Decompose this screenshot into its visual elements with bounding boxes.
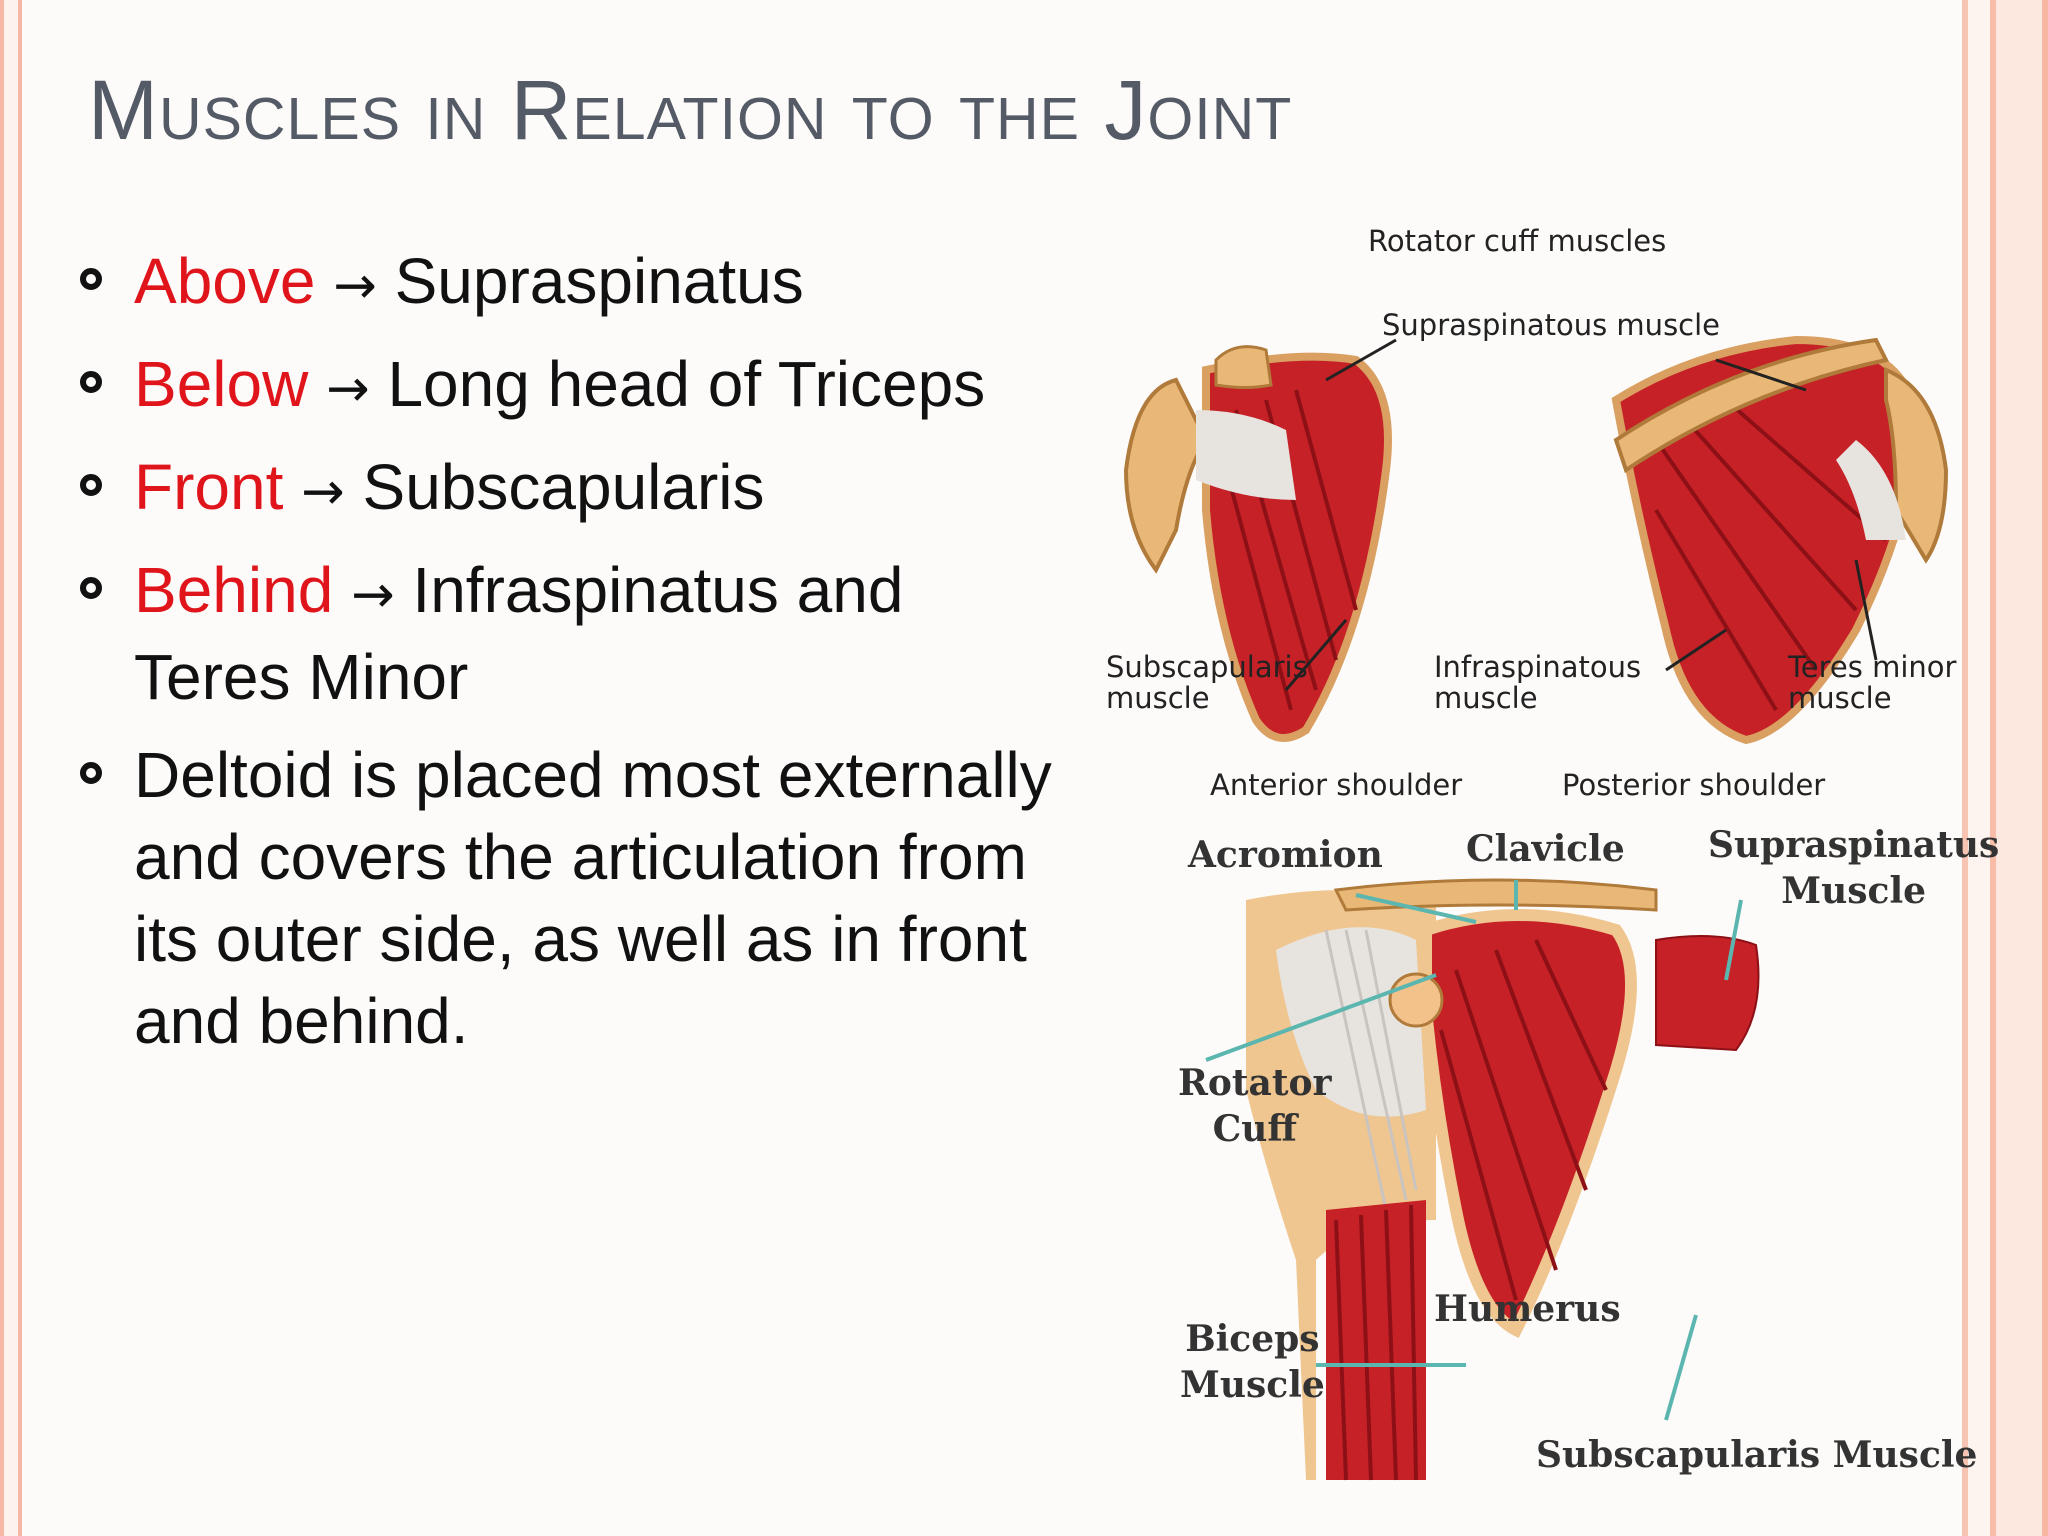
bullet-text: Long head of Triceps <box>387 348 986 420</box>
label-supraspinatous-muscle: Supraspinatous muscle <box>1382 308 1721 342</box>
bullet-key: Above <box>134 245 316 317</box>
bullet-deltoid: Deltoid is placed most externally and co… <box>76 734 1094 1062</box>
label-line: Muscle <box>1781 870 1927 912</box>
bullet-above: Above → Supraspinatus <box>76 240 1076 327</box>
bullet-key: Below <box>134 348 309 420</box>
left-edge-decoration <box>0 0 22 1536</box>
bullet-marker-icon <box>80 762 102 784</box>
bullet-front: Front → Subscapularis <box>76 446 1076 533</box>
slide-title: Muscles in Relation to the Joint <box>88 63 1293 157</box>
label-rotator-cuff: Rotator Cuff <box>1178 1060 1332 1152</box>
label-anterior-shoulder: Anterior shoulder <box>1210 768 1463 802</box>
label-line: muscle <box>1788 681 1892 715</box>
label-subscapularis: Subscapularis muscle <box>1106 652 1308 714</box>
label-line: Supraspinatus <box>1708 824 2000 866</box>
bullet-behind: Behind → Infraspinatus and Teres Minor <box>76 549 1034 718</box>
bullet-key: Behind <box>134 554 334 626</box>
bullet-below: Below → Long head of Triceps <box>76 343 1076 430</box>
shoulder-anatomy-illustration <box>1123 335 1949 1481</box>
label-clavicle: Clavicle <box>1466 828 1625 870</box>
bullet-marker-icon <box>80 371 102 393</box>
anterior-shoulder-drawing <box>1205 878 1760 1481</box>
label-subscapularis-muscle: Subscapularis Muscle <box>1536 1434 1978 1476</box>
arrow-icon: → <box>301 462 345 522</box>
label-line: Biceps <box>1185 1318 1320 1360</box>
bullet-key: Front <box>134 451 284 523</box>
bullet-text: Supraspinatus <box>394 245 804 317</box>
bullet-text: Deltoid is placed most externally and co… <box>134 739 1052 1057</box>
label-supraspinatus-muscle: Supraspinatus Muscle <box>1708 822 1999 914</box>
right-edge-decoration <box>1962 0 2048 1536</box>
label-posterior-shoulder: Posterior shoulder <box>1562 768 1826 802</box>
anterior-scapula-drawing <box>1123 338 1397 742</box>
label-line: Teres minor <box>1788 650 1957 684</box>
label-line: muscle <box>1434 681 1538 715</box>
label-line: Rotator <box>1178 1062 1332 1104</box>
label-line: Muscle <box>1180 1364 1325 1406</box>
label-acromion: Acromion <box>1188 834 1383 876</box>
shoulder-anatomy-figure: Rotator cuff muscles Supraspinatous musc… <box>1096 210 1999 1500</box>
bullet-text: Subscapularis <box>362 451 765 523</box>
label-line: Subscapularis <box>1106 650 1308 684</box>
label-biceps-muscle: Biceps Muscle <box>1180 1316 1325 1408</box>
label-teres-minor: Teres minor muscle <box>1788 652 1956 714</box>
label-line: Infraspinatous <box>1434 650 1642 684</box>
label-infraspinatous: Infraspinatous muscle <box>1434 652 1641 714</box>
figure-heading: Rotator cuff muscles <box>1368 224 1667 258</box>
bullet-marker-icon <box>80 577 102 599</box>
arrow-icon: → <box>351 565 395 625</box>
arrow-icon: → <box>333 256 377 316</box>
label-humerus: Humerus <box>1434 1288 1621 1330</box>
arrow-icon: → <box>326 359 370 419</box>
bullet-marker-icon <box>80 474 102 496</box>
posterior-scapula-drawing <box>1611 335 1949 745</box>
bullet-list: Above → Supraspinatus Below → Long head … <box>76 240 1076 1078</box>
bullet-text: Infraspinatus and Teres Minor <box>134 554 904 713</box>
label-line: Cuff <box>1212 1108 1297 1150</box>
bullet-marker-icon <box>80 268 102 290</box>
label-line: muscle <box>1106 681 1210 715</box>
